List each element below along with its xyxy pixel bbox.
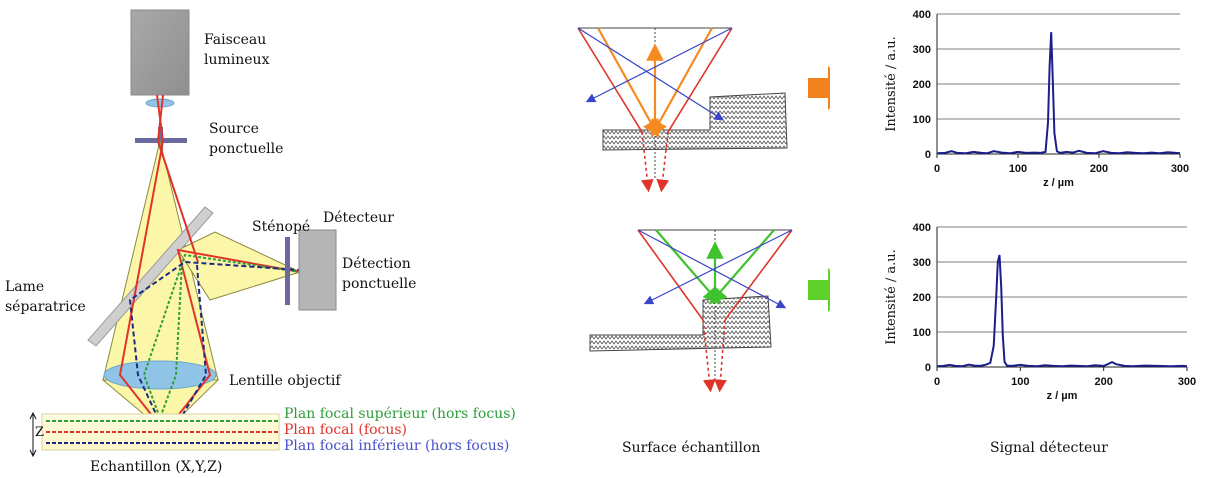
surface-diagrams bbox=[577, 27, 830, 393]
caption-signal: Signal détecteur bbox=[990, 440, 1108, 456]
y-tick-label: 200 bbox=[913, 79, 931, 91]
objective-label: Lentille objectif bbox=[229, 373, 341, 389]
beam-label-2: lumineux bbox=[204, 52, 270, 68]
y-tick-label: 100 bbox=[913, 114, 931, 126]
x-tick-label: 100 bbox=[1009, 163, 1027, 175]
signal-chart-top: 0 100 200 300 400 0 100 200 300 z / µm Intensité /… bbox=[884, 9, 1189, 189]
arrow-bottom bbox=[808, 268, 830, 312]
detector-box bbox=[298, 229, 337, 311]
x-tick-label: 200 bbox=[1094, 376, 1112, 388]
y-axis-label: Intensité / a.u. bbox=[884, 36, 899, 132]
detector-pinhole bbox=[285, 237, 290, 305]
signal-chart-bottom: 0 100 200 300 400 0 100 200 300 z / µm Intensité /… bbox=[884, 222, 1196, 402]
signal-line bbox=[936, 254, 1188, 368]
ray-upper bbox=[142, 253, 301, 421]
y-tick-label: 400 bbox=[913, 222, 931, 234]
detection-label-1: Détection bbox=[342, 256, 411, 272]
surface-top bbox=[577, 27, 788, 193]
y-axis-label: Intensité / a.u. bbox=[884, 249, 899, 345]
confocal-optics-diagram bbox=[29, 9, 337, 458]
detector-label: Détecteur bbox=[323, 210, 394, 226]
x-tick-label: 100 bbox=[1011, 376, 1029, 388]
legend-lower: Plan focal inférieur (hors focus) bbox=[284, 438, 510, 454]
source-label-2: ponctuelle bbox=[209, 141, 284, 157]
beam-splitter bbox=[87, 206, 214, 347]
objective-lens bbox=[103, 360, 217, 390]
y-tick-label: 100 bbox=[913, 327, 931, 339]
x-axis-label: z / µm bbox=[1043, 177, 1074, 189]
x-axis-label: z / µm bbox=[1047, 390, 1078, 402]
legend-focus: Plan focal (focus) bbox=[284, 422, 408, 438]
beam-label-1: Faisceau bbox=[204, 32, 267, 48]
x-tick-label: 300 bbox=[1178, 376, 1196, 388]
y-tick-label: 400 bbox=[913, 9, 931, 21]
y-tick-label: 0 bbox=[925, 149, 931, 161]
x-tick-label: 300 bbox=[1171, 163, 1189, 175]
light-source-box bbox=[130, 9, 190, 96]
surface-bottom bbox=[589, 229, 793, 393]
y-tick-label: 300 bbox=[913, 44, 931, 56]
source-label-1: Source bbox=[209, 121, 259, 137]
caption-surface: Surface échantillon bbox=[622, 440, 761, 456]
x-tick-label: 0 bbox=[934, 163, 940, 175]
y-tick-label: 0 bbox=[925, 362, 931, 374]
sample-label: Echantillon (X,Y,Z) bbox=[90, 459, 223, 475]
signal-line bbox=[936, 32, 1181, 155]
ray-lower bbox=[128, 260, 301, 443]
pinhole-label: Sténopé bbox=[252, 219, 311, 235]
y-tick-label: 300 bbox=[913, 257, 931, 269]
arrow-top bbox=[808, 66, 830, 110]
x-tick-label: 200 bbox=[1090, 163, 1108, 175]
x-tick-label: 0 bbox=[934, 376, 940, 388]
z-label: Z bbox=[35, 425, 45, 440]
y-tick-label: 200 bbox=[913, 292, 931, 304]
collimator-lens bbox=[145, 98, 175, 108]
splitter-label-1: Lame bbox=[5, 279, 45, 295]
legend-upper: Plan focal supérieur (hors focus) bbox=[284, 406, 516, 422]
detection-label-2: ponctuelle bbox=[342, 276, 417, 292]
splitter-label-2: séparatrice bbox=[5, 299, 86, 315]
